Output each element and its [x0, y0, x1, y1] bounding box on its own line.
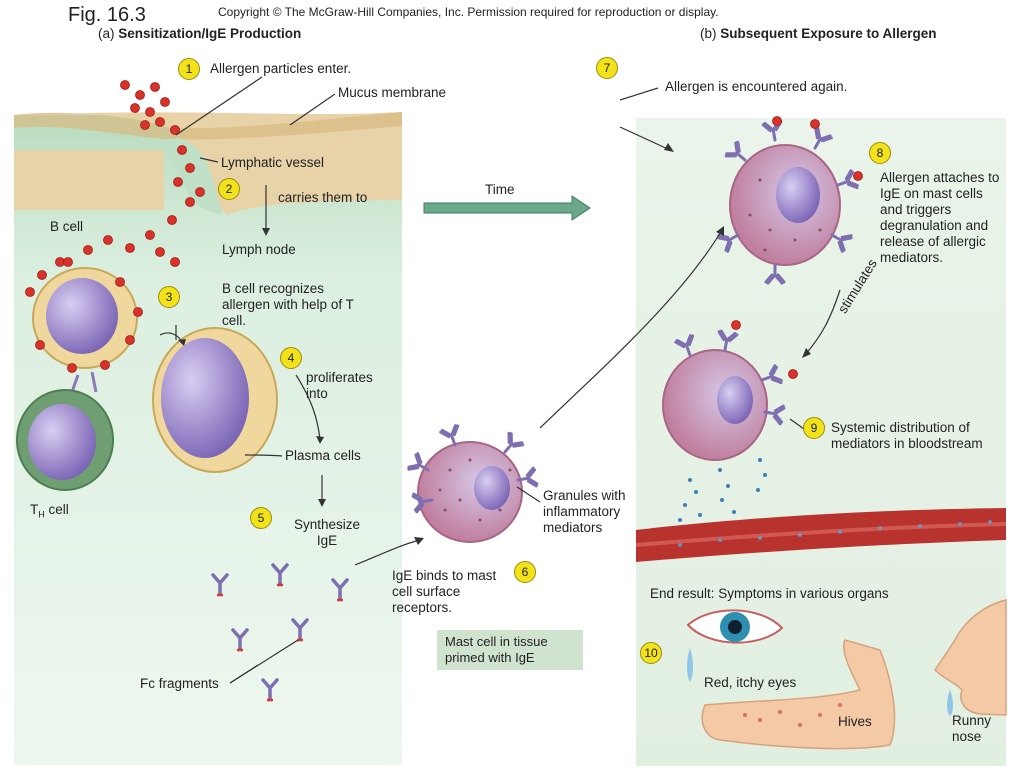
hives-label: Hives [838, 714, 872, 729]
b-cell [25, 257, 143, 373]
face-illustration [934, 599, 1007, 716]
step-8-text: Allergen attaches to IgE on mast cells a… [880, 170, 1000, 265]
mucus-membrane-layer [14, 112, 402, 215]
step-badge-1: 1 [178, 58, 200, 80]
th-cell [16, 371, 114, 491]
mast-cell-primed [406, 423, 539, 543]
leader-allergen-particles [175, 76, 263, 136]
fc-fragments-label: Fc fragments [140, 676, 219, 691]
mast-cell-releasing [662, 320, 798, 522]
step-badge-6: 6 [514, 561, 536, 583]
lymphatic-vessel [158, 138, 222, 214]
step-5-text: Synthesize IgE [293, 517, 361, 548]
runny-nose-label: Runny nose [952, 713, 992, 744]
panel-b-heading: (b) Subsequent Exposure to Allergen [700, 26, 937, 41]
th-cell-label-main: T [30, 502, 39, 517]
step-badge-4: 4 [280, 347, 302, 369]
panel-b-letter: (b) [700, 26, 717, 41]
mucus-membrane-label: Mucus membrane [338, 85, 447, 100]
mast-cell-primed-box: Mast cell in tissue primed with IgE [437, 630, 583, 670]
panel-b-title: Subsequent Exposure to Allergen [720, 26, 937, 41]
step-1-text: Allergen particles enter. [210, 61, 352, 76]
mast-cell-degranulating [716, 116, 863, 285]
panel-a-heading: (a) Sensitization/IgE Production [98, 26, 301, 41]
blood-vessel [636, 508, 1006, 562]
step-badge-2: 2 [218, 178, 240, 200]
lymph-node-label: Lymph node [222, 242, 296, 257]
step-badge-10: 10 [640, 642, 662, 664]
step-4-text: proliferates into [306, 370, 373, 401]
eye-illustration [686, 609, 784, 682]
granules-label: Granules with inflammatory mediators [543, 488, 626, 535]
step-badge-7: 7 [596, 57, 618, 79]
b-cell-label: B cell [50, 219, 84, 234]
lymphatic-vessel-label: Lymphatic vessel [221, 155, 325, 170]
copyright-notice: Copyright © The McGraw-Hill Companies, I… [218, 5, 719, 19]
arm-illustration [701, 639, 896, 750]
step-badge-5: 5 [250, 507, 272, 529]
step-2-text: carries them to [278, 190, 368, 205]
end-result-label: End result: Symptoms in various organs [650, 586, 889, 601]
step-6-text: IgE binds to mast cell surface receptors… [392, 568, 497, 615]
time-arrow [423, 195, 591, 221]
panel-a-letter: (a) [98, 26, 115, 41]
th-cell-label-sub: H [38, 509, 45, 520]
plasma-cell [152, 327, 278, 473]
step-badge-9: 9 [803, 417, 825, 439]
step-3-text: B cell recognizes allergen with help of … [222, 281, 354, 328]
step-9-text: Systemic distribution of mediators in bl… [831, 420, 983, 451]
time-label: Time [485, 182, 515, 197]
panel-a-title: Sensitization/IgE Production [118, 26, 302, 41]
th-cell-label: TH cell [30, 502, 69, 523]
th-cell-label-rest: cell [44, 502, 69, 517]
step-10-text: Red, itchy eyes [704, 675, 797, 690]
step-7-text: Allergen is encountered again. [665, 79, 848, 94]
figure-label: Fig. 16.3 [68, 4, 146, 26]
step-badge-3: 3 [158, 286, 180, 308]
step-badge-8: 8 [869, 142, 891, 164]
plasma-cells-label: Plasma cells [285, 448, 361, 463]
